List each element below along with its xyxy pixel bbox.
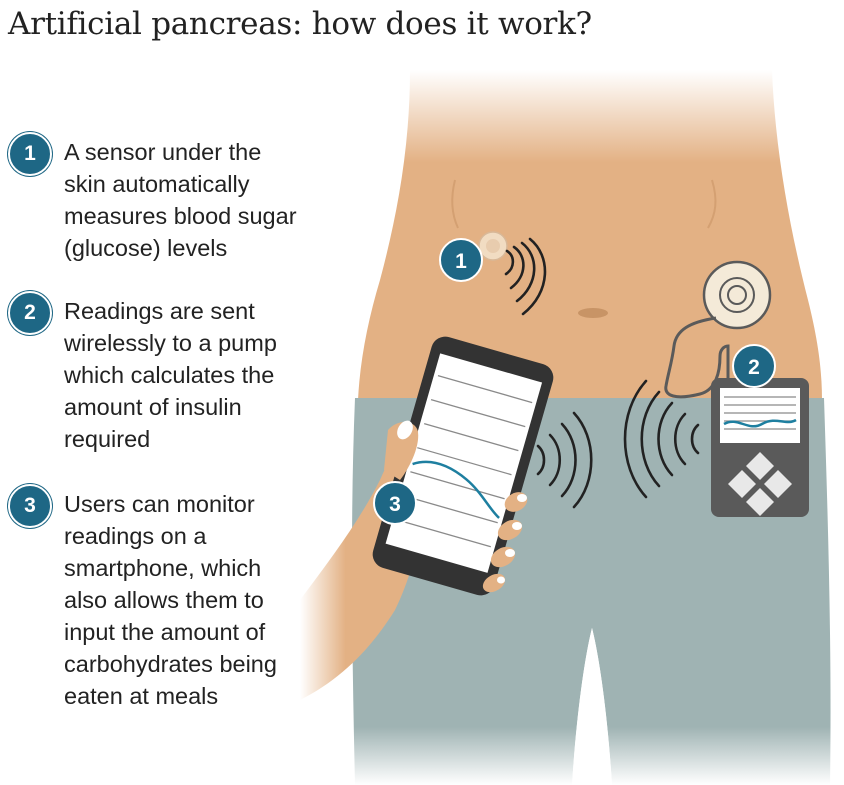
body-badge-2-label: 2: [748, 356, 760, 379]
step-2-line: which calculates the: [64, 362, 275, 388]
body-badge-3-label: 3: [389, 493, 401, 516]
body-badge-3: 3: [373, 481, 417, 525]
step-3-line: eaten at meals: [64, 683, 219, 709]
step-2-text: Readings are sent wirelessly to a pump w…: [64, 295, 329, 455]
step-1-line: (glucose) levels: [64, 235, 228, 261]
leg-gap: [572, 628, 612, 785]
step-2-badge: 2: [8, 291, 52, 335]
step-1-text: A sensor under the skin automatically me…: [64, 136, 329, 264]
infusion-site: [702, 260, 772, 330]
step-2-line: Readings are sent: [64, 298, 255, 324]
glucose-sensor: [478, 231, 508, 261]
skin-crease: [451, 179, 459, 229]
insulin-pump: [711, 378, 809, 517]
infusion-tube: [664, 316, 730, 399]
step-3-line: smartphone, which: [64, 555, 262, 581]
sensor-signal-icon: [504, 237, 547, 316]
step-2-line: required: [64, 426, 151, 452]
body-badge-2: 2: [732, 344, 776, 388]
step-3-badge: 3: [8, 484, 52, 528]
hand-fingers: [384, 421, 528, 593]
fingernails: [397, 420, 527, 584]
phone-signal-icon: [536, 411, 593, 509]
body-badge-1-label: 1: [455, 250, 467, 273]
step-3-line: Users can monitor: [64, 491, 255, 517]
pump-signal-icon: [623, 379, 700, 499]
step-3-line: also allows them to: [64, 587, 264, 613]
body-badge-1: 1: [439, 238, 483, 282]
step-3-line: readings on a: [64, 523, 207, 549]
navel: [578, 308, 608, 318]
step-3-text: Users can monitor readings on a smartpho…: [64, 488, 329, 712]
skin-crease: [707, 179, 717, 229]
step-3-line: carbohydrates being: [64, 651, 277, 677]
step-1-line: skin automatically: [64, 171, 250, 197]
step-2-line: wirelessly to a pump: [64, 330, 277, 356]
step-3: 3 Users can monitor readings on a smartp…: [8, 484, 329, 712]
step-2-line: amount of insulin: [64, 394, 242, 420]
step-1-badge: 1: [8, 132, 52, 176]
step-3-line: input the amount of: [64, 619, 266, 645]
step-2: 2 Readings are sent wirelessly to a pump…: [8, 291, 329, 455]
step-1: 1 A sensor under the skin automatically …: [8, 132, 329, 264]
step-1-line: measures blood sugar: [64, 203, 297, 229]
page-title: Artificial pancreas: how does it work?: [8, 6, 592, 42]
torso-skin: [358, 70, 822, 400]
step-1-line: A sensor under the: [64, 139, 262, 165]
